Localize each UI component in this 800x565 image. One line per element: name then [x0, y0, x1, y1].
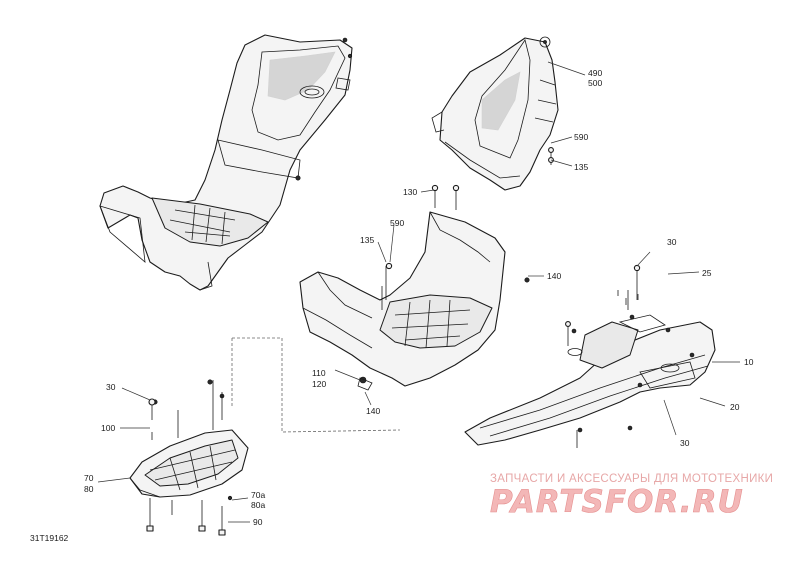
watermark: ЗАПЧАСТИ И АКСЕССУАРЫ ДЛЯ МОТОТЕХНИКИ PA… [490, 473, 773, 520]
callout-80: 80 [84, 484, 94, 494]
callout-500: 500 [588, 78, 602, 88]
left-fender-assembly [99, 34, 353, 291]
reference-line [231, 337, 401, 433]
lower-skid-plate [129, 379, 249, 501]
callout-490: 490 [588, 68, 602, 78]
callout-120: 120 [312, 379, 326, 389]
callout-25: 25 [702, 268, 712, 278]
watermark-tagline: ЗАПЧАСТИ И АКСЕССУАРЫ ДЛЯ МОТОТЕХНИКИ [490, 473, 773, 485]
watermark-logo: PARTSFOR.RU [490, 484, 744, 520]
callout-110: 110 [312, 368, 326, 378]
leader-lines [97, 61, 740, 523]
callout-140-center: 140 [366, 406, 380, 416]
right-upper-panel [431, 36, 559, 191]
callout-30-bottom: 30 [680, 438, 690, 448]
callout-140-right: 140 [547, 271, 561, 281]
callout-135-upper: 135 [574, 162, 588, 172]
diagram-id: 31T19162 [30, 533, 69, 543]
callout-130: 130 [403, 187, 417, 197]
right-floorboard [464, 290, 716, 446]
callout-30-top: 30 [667, 237, 677, 247]
center-footwell [299, 211, 530, 391]
callout-135-center: 135 [360, 235, 374, 245]
callout-590-center: 590 [390, 218, 404, 228]
callout-90: 90 [253, 517, 263, 527]
callout-80a: 80a [251, 500, 265, 510]
callout-590-upper: 590 [574, 132, 588, 142]
callout-20: 20 [730, 402, 740, 412]
fasteners [146, 147, 641, 536]
callout-10: 10 [744, 357, 754, 367]
callout-labels: 490 500 590 135 130 135 590 140 30 25 10… [84, 68, 754, 527]
callout-70: 70 [84, 473, 94, 483]
callout-70a: 70a [251, 490, 265, 500]
callout-30-left: 30 [106, 382, 116, 392]
callout-100: 100 [101, 423, 115, 433]
